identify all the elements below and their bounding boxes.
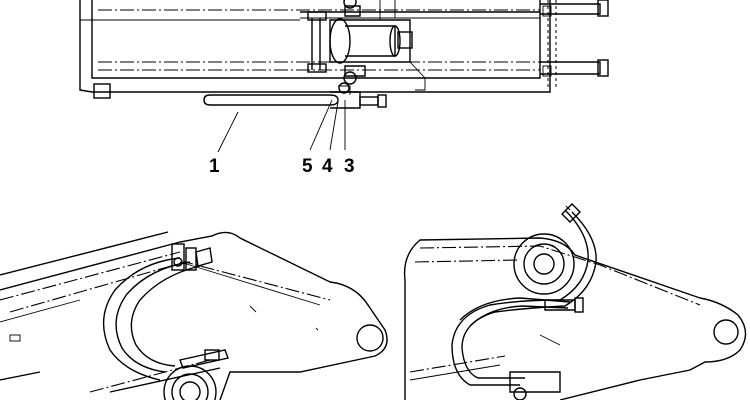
- boom-top-view: 1 5 4 3: [79, 0, 609, 177]
- callout-5: 5: [302, 156, 313, 177]
- hose-fittings-right-mid: [544, 297, 584, 313]
- hose-fittings-left-bottom: [179, 349, 229, 369]
- pin-hole-right-right-view: [713, 319, 739, 345]
- hose-fittings-right-top: [561, 203, 581, 223]
- pin-boss-upper-right: [513, 233, 575, 295]
- callout-3: 3: [344, 156, 355, 177]
- hose-fittings-left-top: [171, 243, 213, 271]
- pin-hole-right-left-view: [356, 324, 384, 352]
- leader-line-4: [329, 101, 339, 151]
- leader-line-1: [217, 111, 239, 153]
- hydraulic-hose-item-1: [203, 82, 387, 109]
- callout-1: 1: [209, 156, 220, 177]
- arm-side-view-left: [0, 231, 388, 400]
- hose-fittings-right-bottom: [509, 371, 561, 400]
- arm-side-view-right: [403, 203, 747, 400]
- leader-line-5: [309, 99, 333, 151]
- right-cylinder-rods: [540, 0, 609, 90]
- center-cylinder-assembly: [300, 0, 540, 91]
- callout-4: 4: [322, 156, 333, 177]
